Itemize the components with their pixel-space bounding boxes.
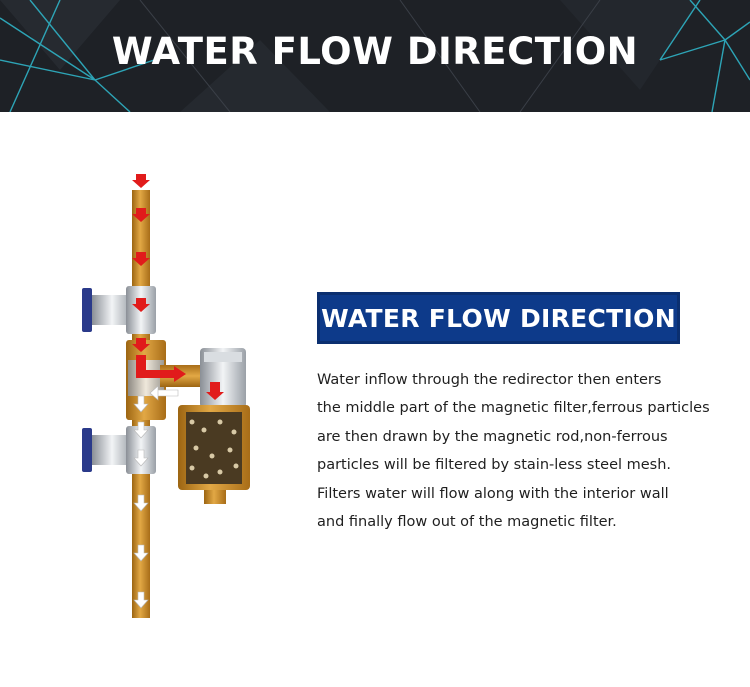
section-heading-badge: WATER FLOW DIRECTION xyxy=(317,292,680,344)
description-line: are then drawn by the magnetic rod,non-f… xyxy=(317,428,668,445)
description-line: Water inflow through the redirector then… xyxy=(317,372,662,388)
description-line: and finally flow out of the magnetic fil… xyxy=(317,513,617,530)
header-geometric-lines xyxy=(0,0,750,112)
description-line: particles will be filtered by stain-less… xyxy=(317,457,672,474)
page-title: WATER FLOW DIRECTION xyxy=(111,30,639,73)
description-line: the middle part of the magnetic filter,f… xyxy=(317,400,710,417)
description-line: Filters water will flow along with the i… xyxy=(317,485,669,502)
header-banner: WATER FLOW DIRECTION xyxy=(0,0,750,112)
water-flow-diagram-icon xyxy=(82,174,250,618)
flow-description: Water inflow through the redirector then… xyxy=(317,366,727,536)
section-heading: WATER FLOW DIRECTION xyxy=(321,303,676,333)
red-inflow-arrow-icon xyxy=(132,174,224,400)
white-outflow-arrow-icon xyxy=(133,385,179,609)
